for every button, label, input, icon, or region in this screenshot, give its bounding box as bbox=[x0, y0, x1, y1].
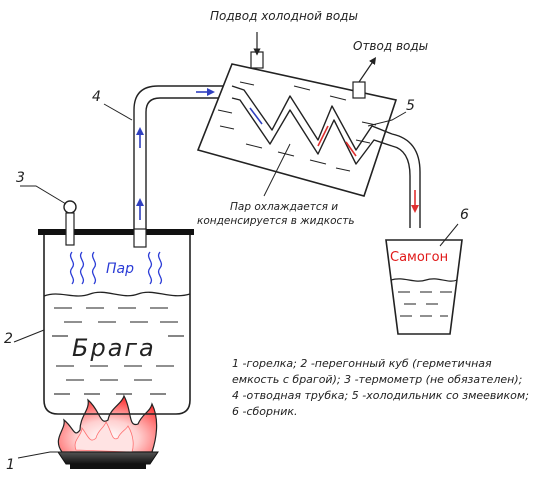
legend-line: емкость с брагой); 3 -термометр (не обяз… bbox=[232, 373, 523, 386]
drain-tube bbox=[391, 133, 421, 228]
vapor-note-line1: Пар охлаждается и bbox=[230, 201, 339, 213]
callout-number-2: 2 bbox=[4, 331, 13, 347]
legend-line: 4 -отводная трубка; 5 -холодильник со зм… bbox=[232, 389, 529, 402]
cold-water-inlet-label: Подвод холодной воды bbox=[210, 9, 358, 23]
callout-number-1: 1 bbox=[6, 457, 15, 473]
water-flow-arrows bbox=[253, 32, 377, 83]
callout-number-4: 4 bbox=[92, 89, 101, 105]
vapor-icon bbox=[69, 251, 163, 285]
legend-line: 1 -горелка; 2 -перегонный куб (герметичн… bbox=[232, 357, 492, 370]
vapor-note-line2: конденсируется в жидкость bbox=[197, 215, 355, 227]
thermometer bbox=[63, 200, 77, 246]
water-outlet-label: Отвод воды bbox=[353, 39, 429, 53]
burner bbox=[57, 394, 159, 469]
leader-lines bbox=[13, 103, 459, 459]
distillation-pot bbox=[38, 229, 194, 415]
vapor-label: Пар bbox=[106, 261, 134, 277]
mash-label: Брага bbox=[72, 334, 156, 362]
flame-icon bbox=[57, 394, 158, 453]
callout-number-3: 3 bbox=[16, 170, 25, 186]
collector bbox=[385, 239, 463, 335]
legend: 1 -горелка; 2 -перегонный куб (герметичн… bbox=[232, 356, 548, 420]
liquid-hatching bbox=[52, 307, 184, 395]
condenser bbox=[196, 51, 398, 197]
callout-number-5: 5 bbox=[406, 98, 415, 114]
legend-line: 6 -сборник. bbox=[232, 405, 298, 418]
callout-number-6: 6 bbox=[460, 207, 469, 223]
product-label: Самогон bbox=[390, 250, 449, 265]
outlet-tube bbox=[133, 85, 232, 248]
